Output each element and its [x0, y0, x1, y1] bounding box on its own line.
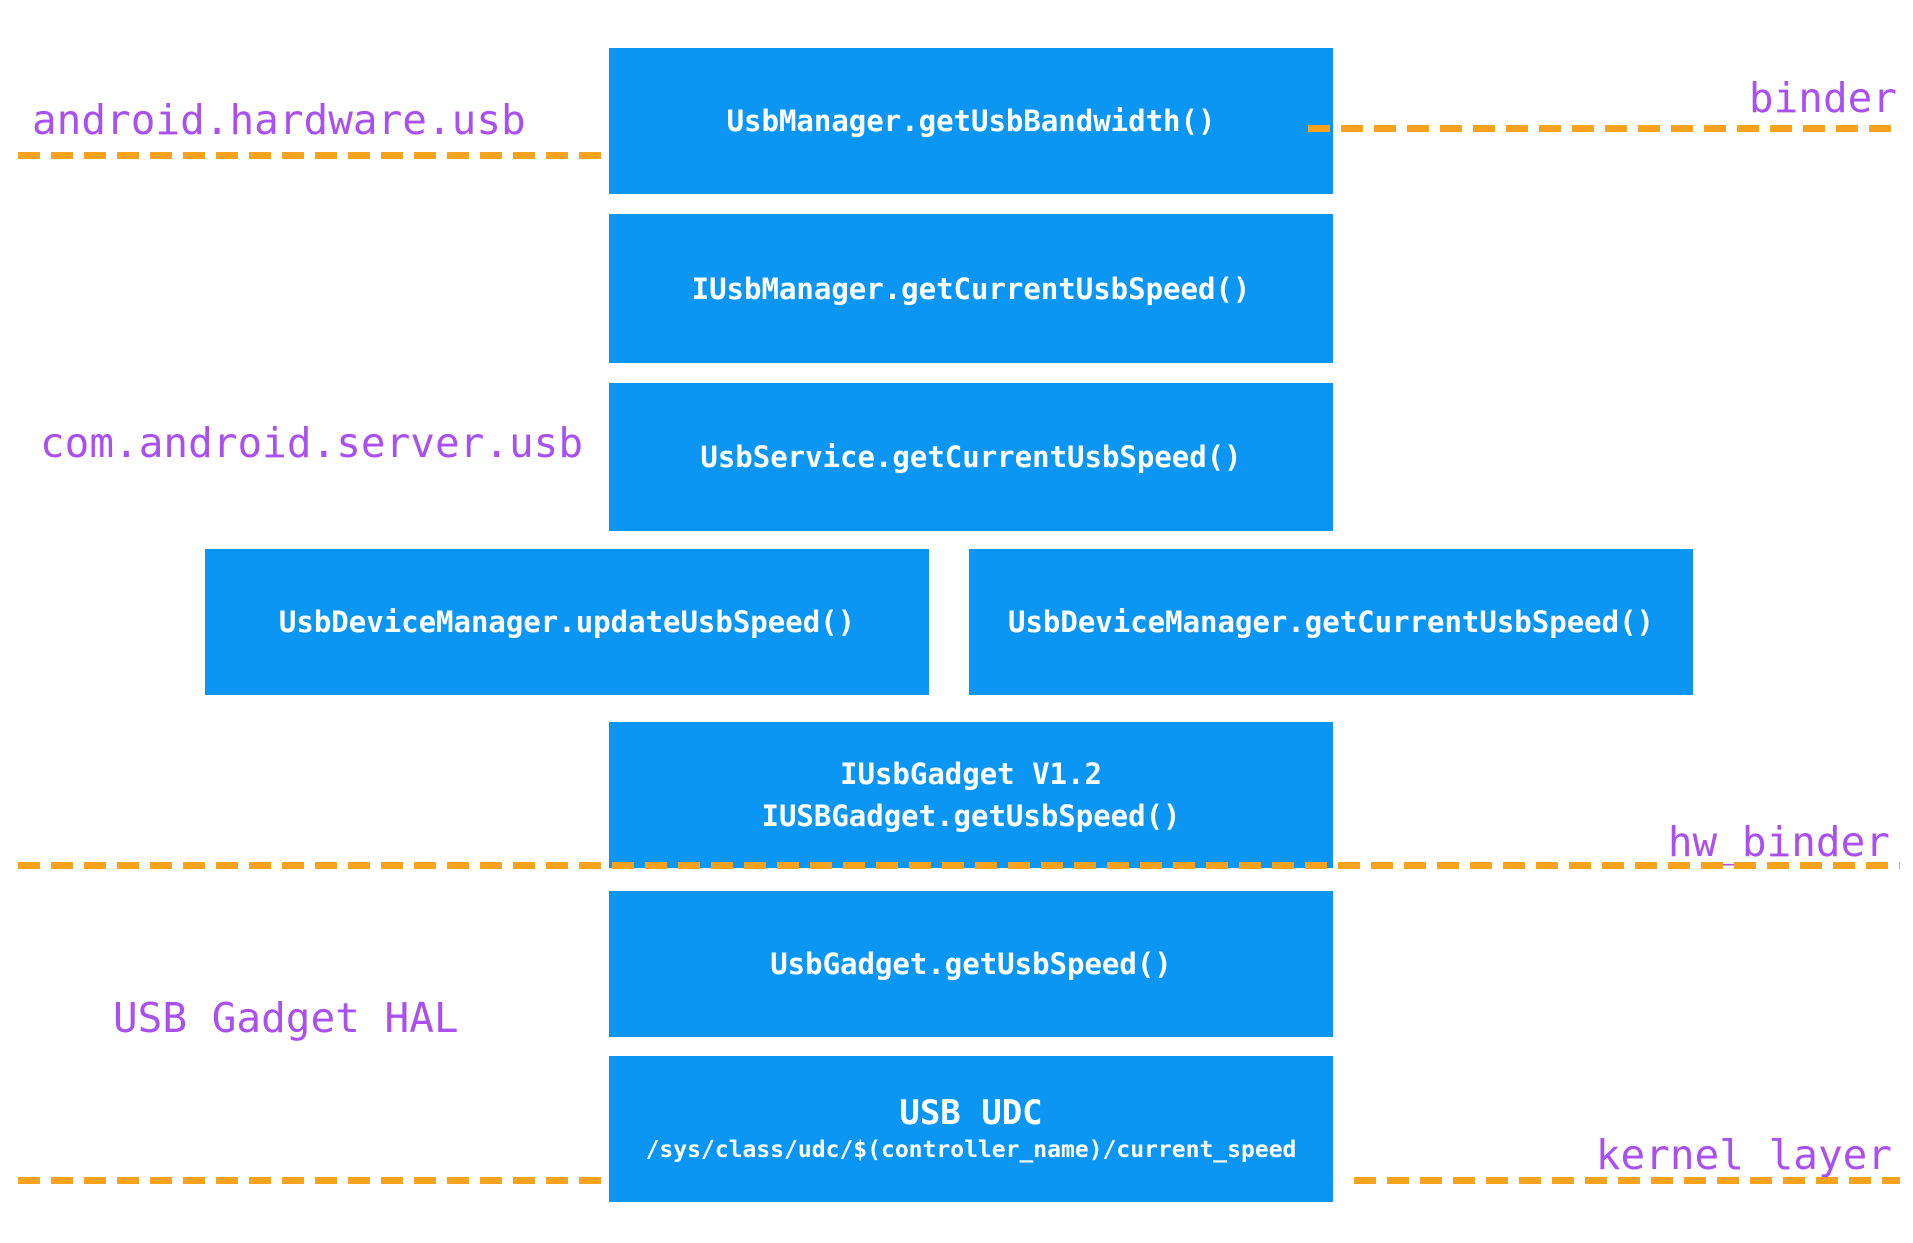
box-iusbmanager-getcurrentusbspeed: IUsbManager.getCurrentUsbSpeed() — [609, 214, 1333, 363]
box-label-line1: IUsbGadget V1.2 — [840, 757, 1102, 791]
hw-binder-boundary-line — [18, 862, 1900, 869]
box-usb-udc: USB UDC /sys/class/udc/$(controller_name… — [609, 1056, 1333, 1202]
label-kernel-layer: kernel layer — [1595, 1131, 1892, 1179]
box-label-line2: IUSBGadget.getUsbSpeed() — [761, 799, 1181, 833]
box-usbdevicemanager-updateusbspeed: UsbDeviceManager.updateUsbSpeed() — [205, 549, 929, 695]
box-label: UsbDeviceManager.updateUsbSpeed() — [278, 605, 856, 639]
label-binder: binder — [1748, 74, 1897, 122]
label-usb-gadget-hal: USB Gadget HAL — [113, 994, 459, 1042]
binder-boundary-line-left — [18, 152, 612, 159]
box-label-line1: USB UDC — [899, 1093, 1043, 1133]
box-label: UsbManager.getUsbBandwidth() — [726, 104, 1216, 138]
label-android-hardware-usb: android.hardware.usb — [32, 96, 526, 144]
box-usbmanager-getusbbandwidth: UsbManager.getUsbBandwidth() — [609, 48, 1333, 194]
box-iusbgadget: IUsbGadget V1.2 IUSBGadget.getUsbSpeed() — [609, 722, 1333, 868]
box-usbgadget-getusbspeed: UsbGadget.getUsbSpeed() — [609, 891, 1333, 1037]
box-label: UsbService.getCurrentUsbSpeed() — [700, 440, 1242, 474]
kernel-boundary-line-left — [18, 1177, 611, 1184]
binder-boundary-line-right — [1308, 125, 1900, 132]
box-label: IUsbManager.getCurrentUsbSpeed() — [691, 271, 1251, 306]
box-usbservice-getcurrentusbspeed: UsbService.getCurrentUsbSpeed() — [609, 383, 1333, 531]
kernel-boundary-line-right — [1354, 1177, 1900, 1184]
label-com-android-server-usb: com.android.server.usb — [40, 419, 584, 467]
box-usbdevicemanager-getcurrentusbspeed: UsbDeviceManager.getCurrentUsbSpeed() — [969, 549, 1693, 695]
box-label: UsbGadget.getUsbSpeed() — [770, 947, 1172, 981]
label-hw-binder: hw_binder — [1667, 818, 1890, 866]
box-label-line2: /sys/class/udc/$(controller_name)/curren… — [645, 1137, 1297, 1163]
box-label: UsbDeviceManager.getCurrentUsbSpeed() — [1007, 605, 1654, 639]
